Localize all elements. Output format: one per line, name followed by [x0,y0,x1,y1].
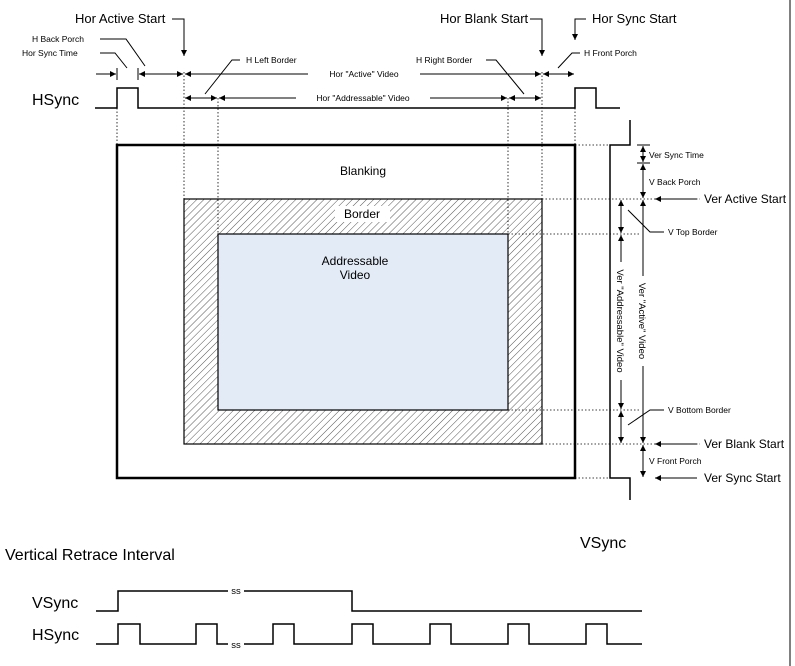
hor-active-start-label: Hor Active Start [75,11,166,26]
vsync-label-right: VSync [580,535,626,552]
addressable-label-line2: Video [340,268,371,282]
border-label-bg [335,206,390,222]
ver-active-video-label: Ver "Active" Video [636,283,647,359]
v-top-border-label: V Top Border [668,227,718,237]
hsync-bottom-waveform [96,623,642,645]
v-top-border-leader [627,209,664,233]
hor-active-start-arrow [172,18,187,56]
h-back-porch-label: H Back Porch [32,34,84,44]
hsync-break-mark: ss [231,640,241,651]
hor-sync-start-arrow [572,18,586,40]
vsync-bottom-waveform [96,590,642,612]
addressable-video-region [217,233,509,411]
ver-sync-start-label: Ver Sync Start [704,471,781,485]
vsync-break-bg [228,584,244,596]
v-front-porch-label: V Front Porch [649,456,702,466]
hor-blank-start-label: Hor Blank Start [440,11,529,26]
hor-active-video-label: Hor "Active" Video [329,69,398,79]
hor-blank-start-arrow [530,18,545,56]
hor-sync-time-leader [100,52,128,69]
ver-addressable-video-label: Ver "Addressable" Video [614,269,625,372]
hsync-bottom-label: HSync [32,627,79,644]
h-left-border-leader [204,59,240,95]
vsync-break-mark: ss [231,586,241,597]
ver-active-video-label-bg [636,276,650,366]
h-right-border-leader [486,59,525,95]
addressable-label-line1: Addressable [322,254,389,268]
ver-addressable-video-label-bg [614,262,628,380]
h-front-porch-leader [557,52,580,69]
hor-addressable-video-label-bg [296,92,430,103]
hor-active-video-label-bg [308,68,420,79]
ver-sync-time-label: Ver Sync Time [649,150,704,160]
hor-sync-start-label: Hor Sync Start [592,11,677,26]
hor-addressable-video-label: Hor "Addressable" Video [316,93,410,103]
ver-active-start-label: Ver Active Start [704,192,787,206]
border-label: Border [344,207,380,221]
vsync-bottom-label: VSync [32,595,78,612]
hsync-label: HSync [32,92,79,109]
v-bottom-border-leader [627,409,664,426]
blanking-label: Blanking [340,164,386,178]
h-back-porch-leader [100,38,146,67]
v-bottom-border-label: V Bottom Border [668,405,731,415]
h-right-border-label: H Right Border [416,55,472,65]
vertical-retrace-title: Vertical Retrace Interval [5,547,175,564]
h-left-border-label: H Left Border [246,55,297,65]
ver-blank-start-label: Ver Blank Start [704,437,785,451]
hsync-waveform [95,87,620,109]
hsync-break-bg [228,638,244,650]
v-back-porch-label: V Back Porch [649,177,701,187]
hor-sync-time-label: Hor Sync Time [22,48,78,58]
h-front-porch-label: H Front Porch [584,48,637,58]
vsync-waveform-vertical [609,120,631,500]
